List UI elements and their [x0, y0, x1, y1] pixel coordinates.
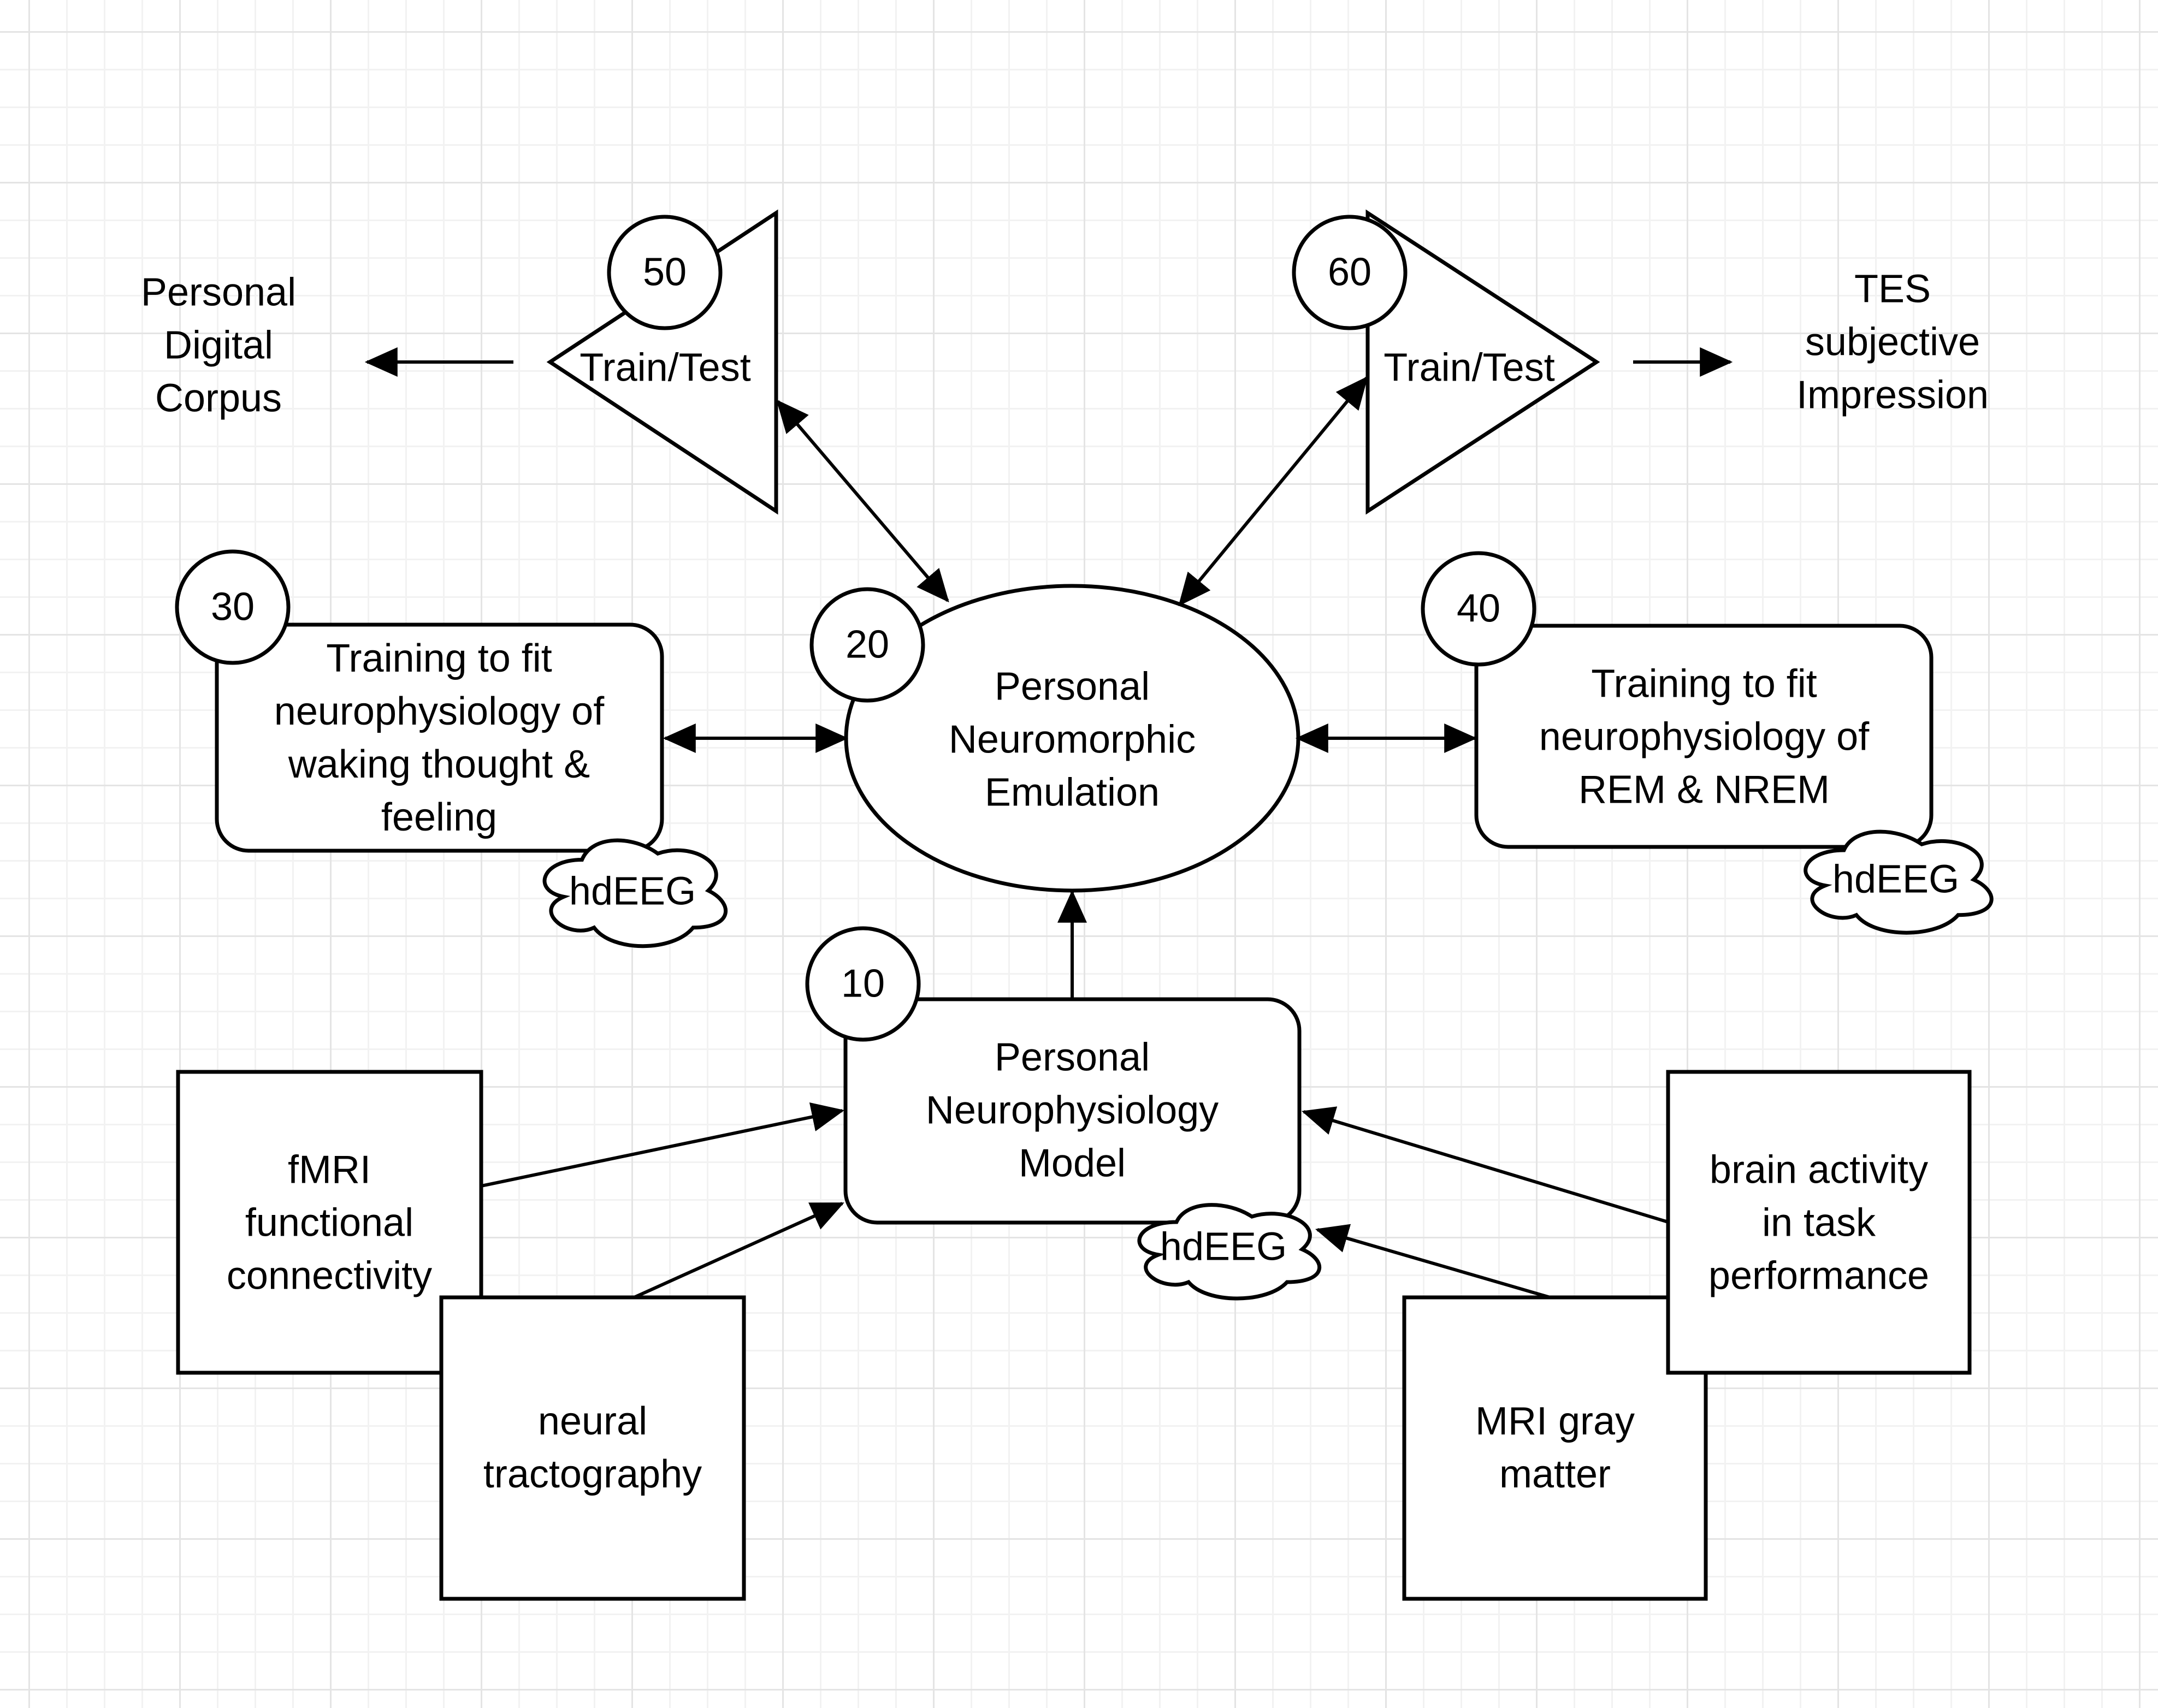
label-line: Model [1018, 1141, 1126, 1185]
label-waking-training: Training to fit neurophysiology of wakin… [274, 632, 604, 844]
badge-30: 30 [210, 585, 255, 629]
label-line: neurophysiology of [274, 690, 605, 733]
neural-tractography-box [439, 1295, 746, 1601]
label-tes-subjective-impression: TES subjective Impression [1796, 263, 1989, 422]
label-line: Personal [140, 270, 297, 315]
label-neurophysiology-model: Personal Neurophysiology Model [926, 1031, 1219, 1190]
label-line: Personal [994, 665, 1150, 709]
arrow-tractography-to-model [633, 1202, 844, 1299]
badge-20: 20 [845, 622, 890, 667]
label-fmri: fMRI functional connectivity [227, 1144, 432, 1303]
label-rem-training: Training to fit neurophysiology of REM &… [1539, 658, 1869, 817]
arrow-fmri-to-model [481, 1102, 845, 1188]
label-line: connectivity [226, 1254, 433, 1298]
mri-gray-matter-box [1402, 1295, 1708, 1601]
label-line: Neurophysiology [925, 1088, 1219, 1132]
ref-circle-20 [809, 587, 925, 703]
label-line: MRI gray [1475, 1399, 1635, 1443]
arrow-traintest-left-emulation [776, 399, 949, 603]
label-line: neurophysiology of [1539, 715, 1870, 759]
label-line: Training to fit [326, 637, 552, 680]
fmri-box [176, 1070, 483, 1375]
label-line: Digital [163, 323, 274, 367]
label-line: TES [1854, 267, 1931, 311]
label-line: subjective [1805, 320, 1980, 364]
label-line: Corpus [155, 376, 282, 420]
label-line: neural [537, 1399, 648, 1443]
label-mri-gray-matter: MRI gray matter [1475, 1395, 1635, 1501]
label-neural-tractography: neural tractography [483, 1395, 702, 1501]
label-line: feeling [381, 796, 498, 839]
label-train-test-right: Train/Test [1384, 346, 1555, 390]
label-line: performance [1708, 1254, 1930, 1298]
hdeeg-cloud-left [542, 838, 728, 948]
label-line: waking thought & [288, 743, 590, 786]
label-line: Training to fit [1591, 662, 1817, 706]
brain-activity-box [1666, 1070, 1972, 1375]
waking-training-box [215, 622, 664, 853]
label-hdeeg-right: hdEEG [1832, 857, 1960, 902]
badge-10: 10 [841, 962, 885, 1006]
arrow-mri-to-model [1315, 1224, 1551, 1299]
label-line: tractography [483, 1452, 702, 1496]
label-line: matter [1499, 1452, 1611, 1496]
label-hdeeg-left: hdEEG [569, 869, 696, 914]
hdeeg-cloud-model [1137, 1203, 1322, 1301]
badge-40: 40 [1456, 586, 1501, 631]
label-hdeeg-model: hdEEG [1160, 1225, 1287, 1269]
ref-circle-30 [175, 549, 291, 665]
train-test-right-triangle [1365, 209, 1600, 515]
label-personal-digital-corpus: Personal Digital Corpus [141, 266, 296, 425]
label-train-test-left: Train/Test [580, 346, 751, 390]
label-line: in task [1761, 1201, 1876, 1245]
label-line: Neuromorphic [948, 717, 1196, 762]
label-line: brain activity [1709, 1148, 1929, 1192]
label-line: fMRI [288, 1148, 371, 1192]
label-line: functional [245, 1201, 414, 1245]
ref-circle-40 [1421, 551, 1536, 667]
arrow-traintest-right-emulation [1178, 376, 1368, 607]
label-line: Emulation [984, 770, 1160, 815]
ref-circle-60 [1292, 215, 1408, 330]
label-neuromorphic-emulation: Personal Neuromorphic Emulation [949, 661, 1196, 820]
hdeeg-cloud-right [1804, 829, 1994, 935]
badge-60: 60 [1327, 250, 1372, 294]
ref-circle-50 [607, 215, 723, 330]
ref-circle-10 [805, 926, 921, 1042]
arrow-brain-activity-to-model [1301, 1106, 1669, 1224]
label-line: REM & NREM [1578, 768, 1830, 812]
label-line: Personal [994, 1035, 1150, 1080]
badge-50: 50 [642, 250, 687, 294]
label-line: Impression [1796, 373, 1989, 417]
label-brain-activity: brain activity in task performance [1708, 1144, 1929, 1303]
